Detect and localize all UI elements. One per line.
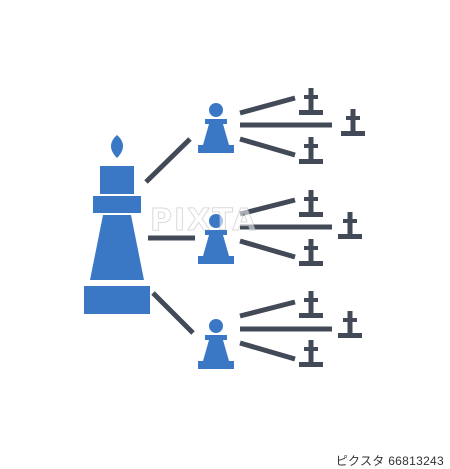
- cross-marker-icon: [338, 311, 362, 338]
- pawn-chess-piece-icon: [198, 214, 234, 264]
- fan-line: [239, 299, 296, 319]
- cross-marker-icon: [341, 109, 365, 136]
- fan-line: [239, 340, 296, 362]
- cross-marker-icon: [299, 137, 323, 164]
- cross-marker-icon: [299, 340, 323, 367]
- fan-line: [239, 197, 296, 217]
- footer-caption: ピクスタ 66813243: [335, 454, 444, 468]
- footer-bar: [0, 449, 450, 469]
- queen-chess-piece-icon: [84, 135, 150, 314]
- fan-line: [239, 136, 296, 158]
- fan-line: [239, 95, 296, 116]
- fan-line: [239, 238, 296, 260]
- cross-marker-icon: [299, 291, 323, 318]
- pawn-chess-piece-icon: [198, 319, 234, 369]
- connector-bottom: [151, 291, 195, 335]
- connector-lines: [144, 95, 332, 362]
- connector-top: [144, 137, 192, 184]
- cross-marker-icon: [338, 212, 362, 239]
- cross-marker-icon: [299, 190, 323, 217]
- pawn-chess-piece-icon: [198, 103, 234, 153]
- cross-marker-icon: [299, 239, 323, 266]
- cross-marker-icon: [299, 88, 323, 115]
